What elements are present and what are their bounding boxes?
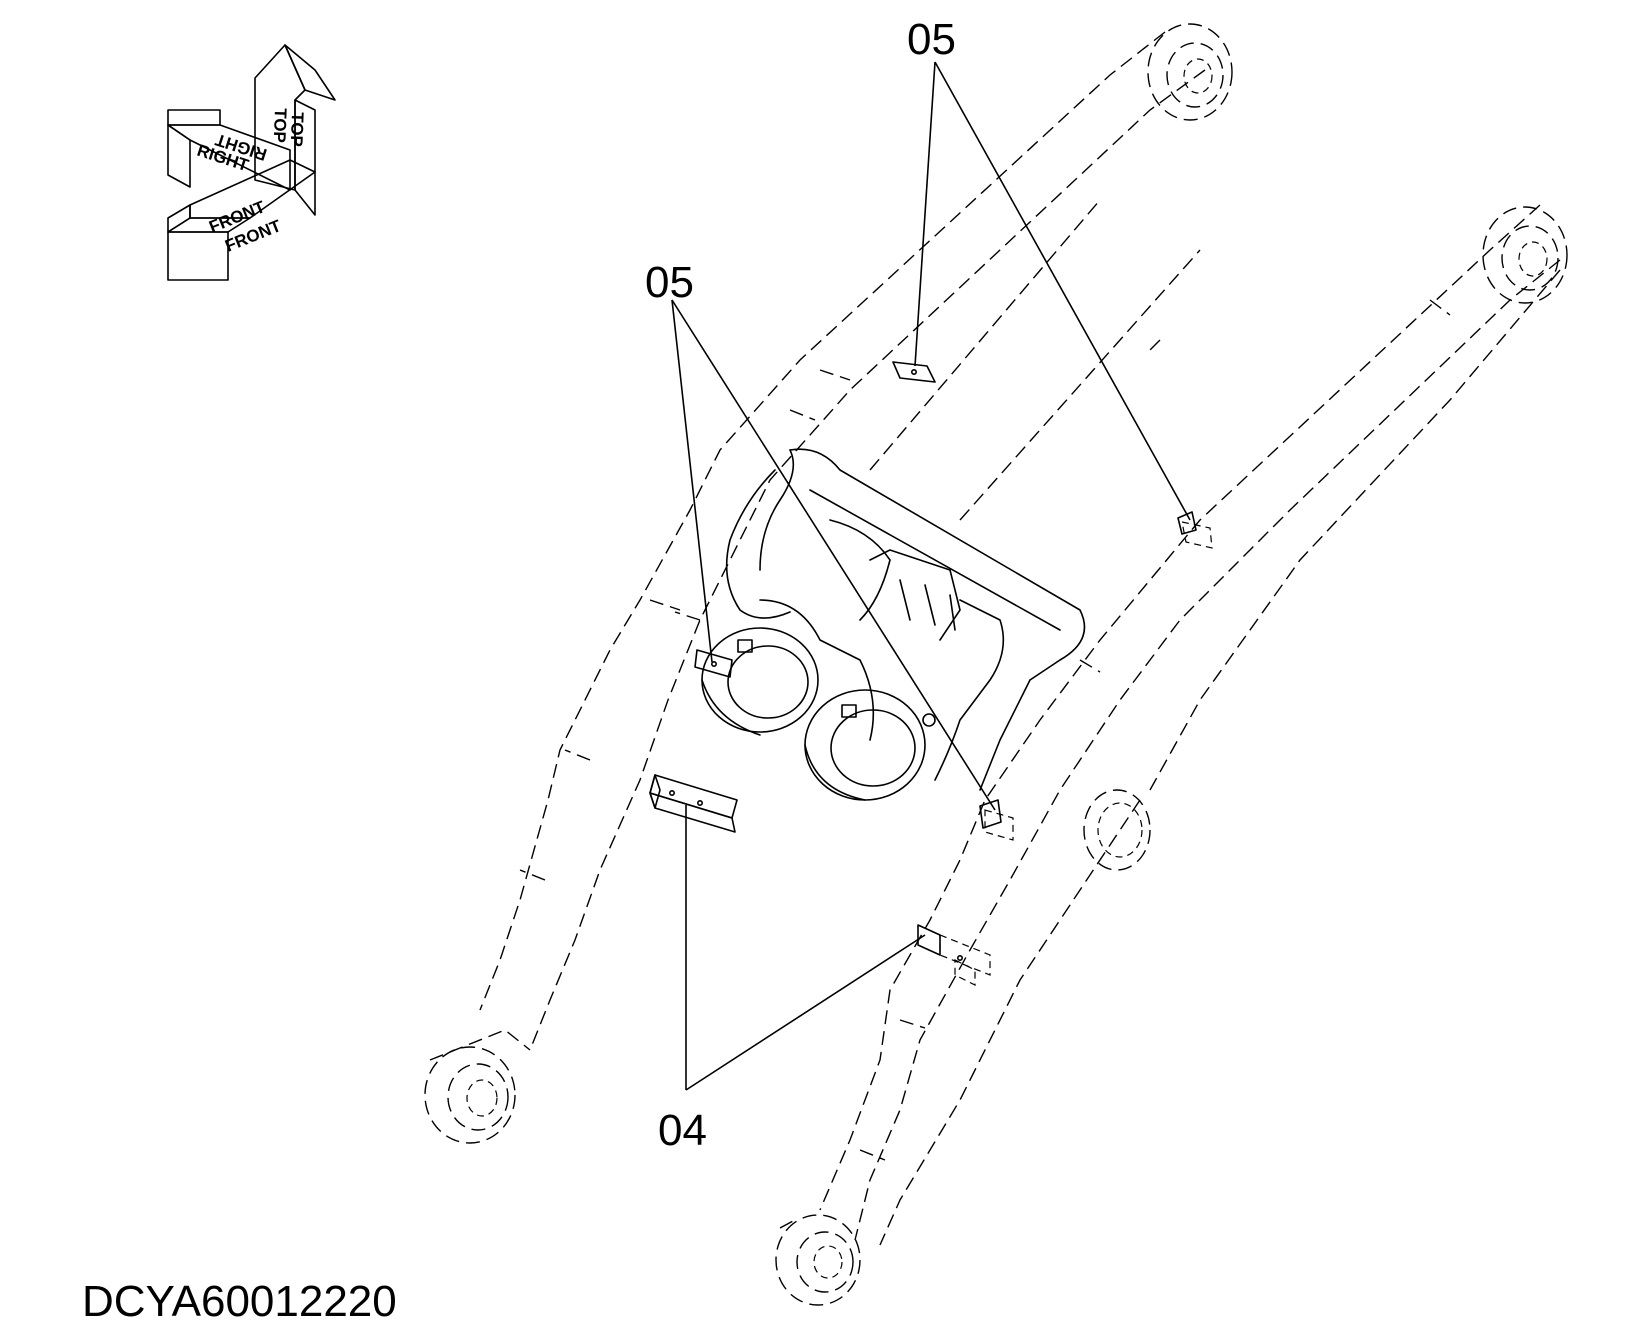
- drawing-id: DCYA60012220: [82, 1277, 397, 1326]
- boom-cross-tube: [701, 448, 1086, 801]
- orientation-cube-icon: TOP TOP RIGHT RIGHT FRONT FRONT: [167, 44, 336, 281]
- orient-top-label: TOP: [287, 112, 307, 147]
- callout-04: 04: [658, 1106, 707, 1155]
- part-05-plate-right-upper: [1177, 511, 1213, 549]
- orient-top-label-2: TOP: [270, 108, 290, 143]
- part-05-plate-top: [892, 361, 936, 383]
- part-05-plate-right-lower: [979, 799, 1014, 841]
- part-04-bracket-left: [649, 774, 738, 833]
- boom-phantom-outline: [424, 23, 1568, 1306]
- leader-lines: [671, 61, 1191, 1091]
- part-05-plate-left: [694, 649, 733, 678]
- part-04-bracket-right: [917, 924, 991, 986]
- callout-05-mid: 05: [645, 258, 694, 307]
- callout-05-top: 05: [907, 15, 956, 64]
